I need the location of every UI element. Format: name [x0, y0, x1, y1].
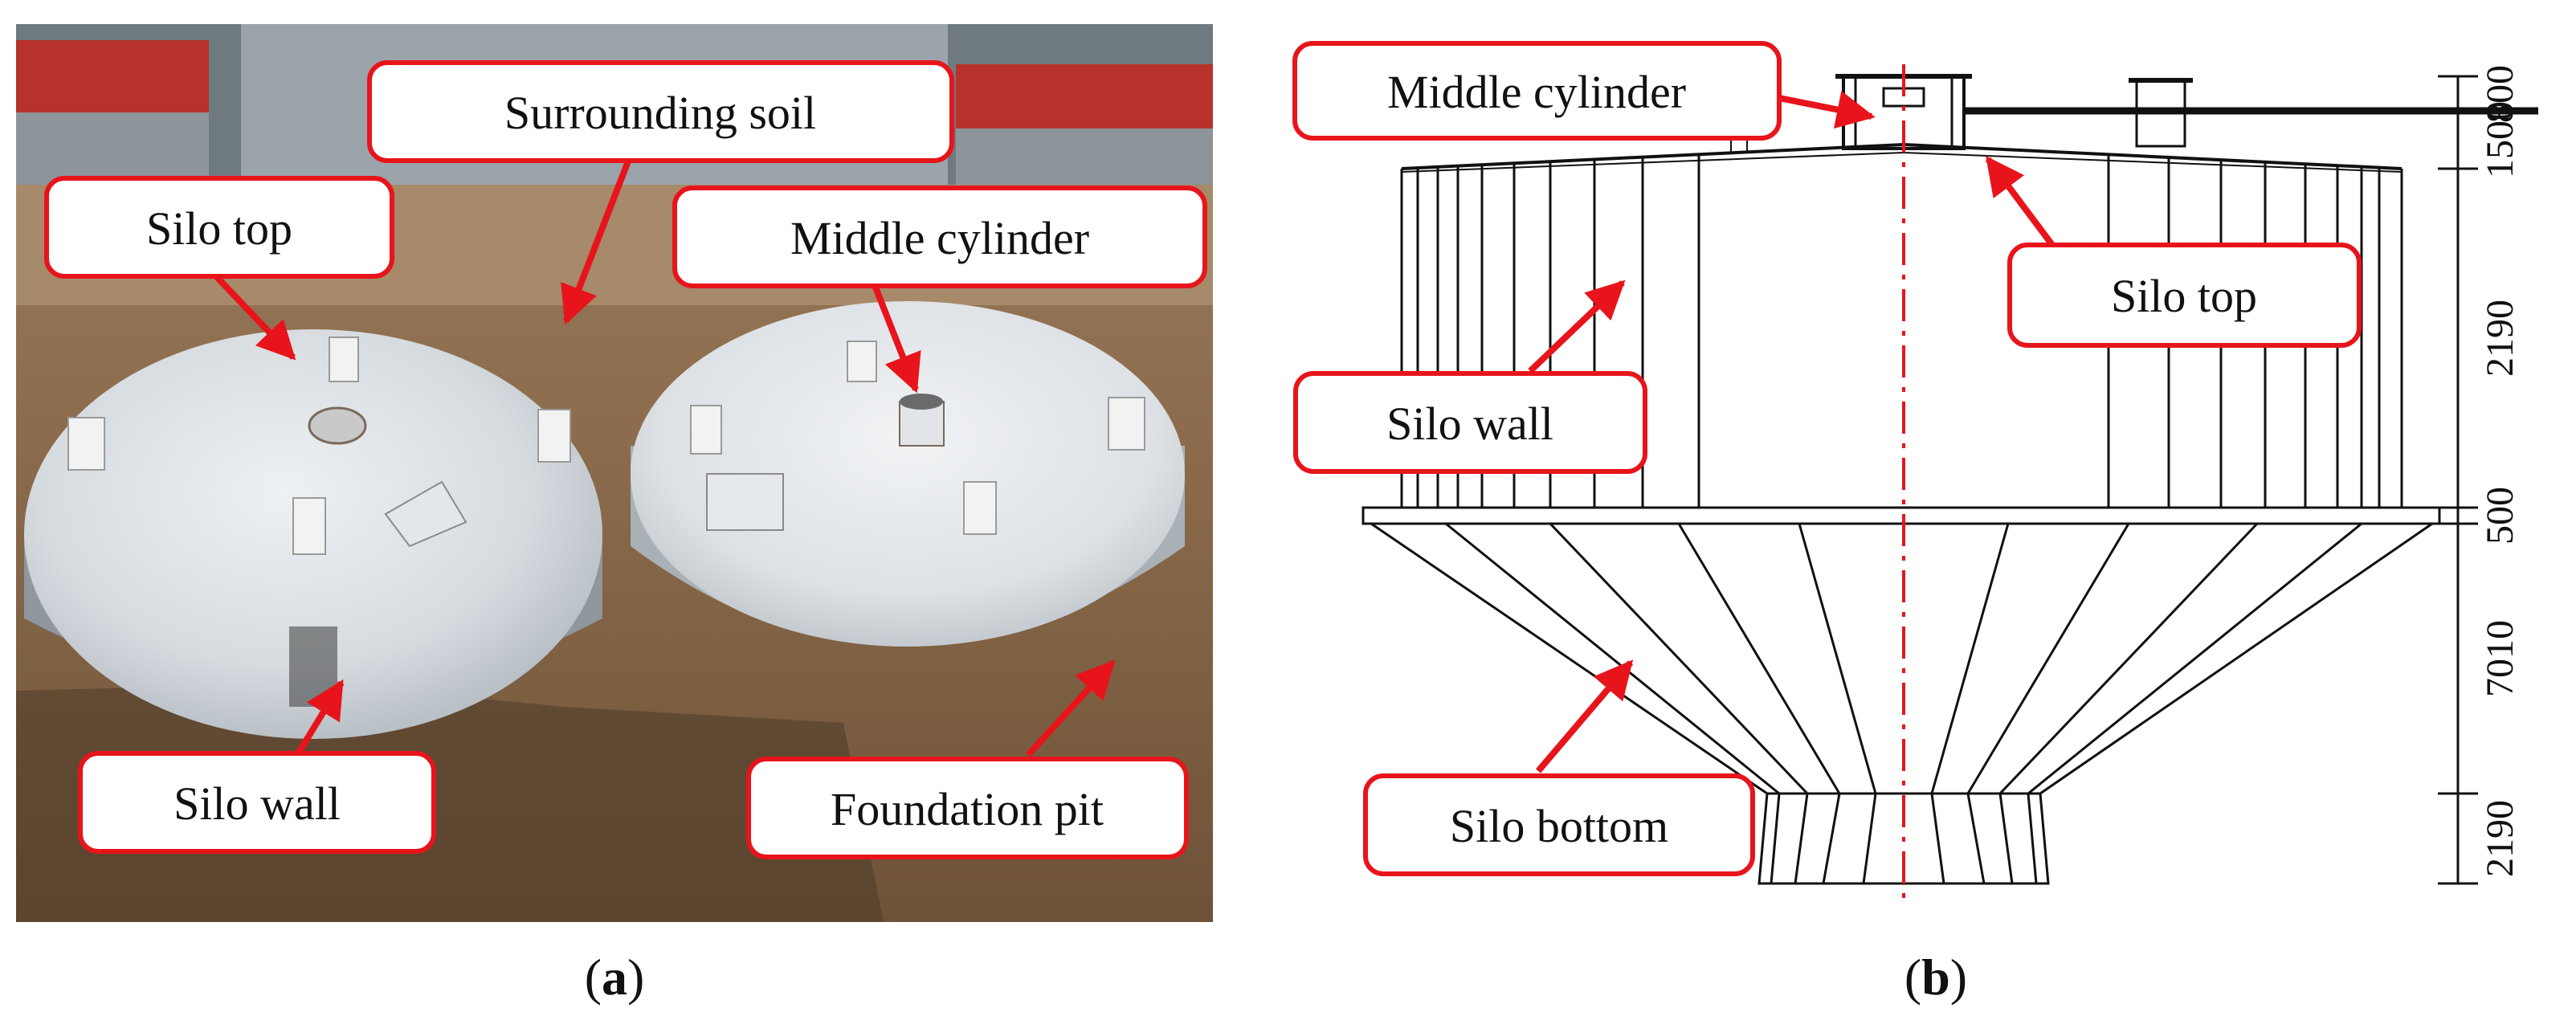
vent-box — [706, 473, 784, 531]
callout-silo-wall-b-label: Silo wall — [1386, 398, 1553, 450]
caption-b-close: ) — [1950, 949, 1967, 1006]
vent-box — [847, 341, 877, 382]
callout-silo-wall-a: Silo wall — [78, 751, 436, 854]
arrow-silo-top-b — [1985, 156, 2055, 247]
right-silo-top-surface — [631, 301, 1185, 647]
left-middle-cylinder — [308, 406, 367, 445]
ladder — [289, 626, 337, 707]
callout-surrounding-soil: Surrounding soil — [367, 60, 954, 163]
callout-middle-cylinder-a: Middle cylinder — [672, 186, 1207, 288]
silo-bottom-panels — [1445, 522, 2362, 884]
arrow-silo-top — [214, 275, 296, 361]
caption-a-open: ( — [585, 949, 602, 1006]
panel-b-arrows — [1528, 90, 2055, 773]
callout-silo-top-a-label: Silo top — [146, 202, 292, 255]
caption-b: (b) — [1904, 949, 1967, 1006]
callout-silo-top-b: Silo top — [2007, 243, 2362, 348]
vent-box — [67, 417, 105, 471]
arrow-silo-wall-b — [1528, 280, 1626, 373]
callout-silo-top-a: Silo top — [44, 176, 394, 279]
caption-b-letter: b — [1921, 949, 1950, 1006]
vent-box — [292, 497, 326, 555]
vent-box — [1108, 397, 1145, 451]
cone-panel-line — [1798, 523, 1877, 884]
panel-b-drawing — [1361, 74, 2538, 885]
shop-sign-left — [16, 40, 209, 112]
cone-panel-line — [1998, 522, 2259, 884]
cone-panel-line — [1677, 523, 1841, 884]
cone-panel-line — [1445, 522, 1781, 884]
arrow-silo-bottom-b — [1535, 659, 1634, 773]
vent-box — [963, 481, 997, 535]
panel-a-photo — [16, 24, 1213, 922]
cone-panel-line — [2027, 522, 2362, 884]
callout-silo-bottom: Silo bottom — [1363, 773, 1755, 876]
left-silo — [24, 329, 602, 739]
dim-2190-wall: 2190 — [2479, 300, 2521, 377]
base-ring — [1361, 506, 2441, 525]
arrow-silo-wall — [294, 679, 345, 757]
callout-silo-wall-b: Silo wall — [1293, 371, 1647, 474]
storefront-right — [956, 129, 1213, 185]
caption-a-letter: a — [602, 949, 627, 1006]
dim-7010: 7010 — [2479, 620, 2521, 697]
caption-a-close: ) — [627, 949, 644, 1006]
right-silo — [631, 301, 1185, 647]
caption-a: (a) — [585, 949, 645, 1006]
callout-middle-cylinder-b-label: Middle cylinder — [1387, 66, 1686, 118]
dim-500: 500 — [2479, 487, 2521, 545]
shadow-area — [16, 683, 884, 922]
cylinder-opening — [900, 394, 943, 410]
shop-sign-right — [956, 64, 1213, 129]
vent-box — [690, 405, 722, 455]
dim-1500: 1500 — [2479, 101, 2521, 178]
arrow-surrounding-soil — [561, 143, 638, 325]
caption-b-open: ( — [1904, 949, 1921, 1006]
dimension-scale — [2438, 75, 2478, 885]
dimension-labels: 800 1500 2190 500 7010 2190 — [2479, 65, 2521, 877]
arrow-foundation-pit — [1026, 659, 1116, 757]
callout-surrounding-soil-label: Surrounding soil — [504, 87, 816, 139]
vent-box — [384, 480, 467, 548]
vent-box — [329, 337, 359, 382]
callout-silo-top-b-label: Silo top — [2111, 270, 2257, 322]
cone-panel-line — [1966, 523, 2130, 884]
callout-middle-cylinder-a-label: Middle cylinder — [790, 212, 1089, 264]
cone-panel-line — [1549, 522, 1809, 884]
cone-panel-line — [1930, 523, 2010, 884]
arrow-middle-cylinder-b — [1778, 90, 1876, 129]
dim-2190-bottom: 2190 — [2479, 800, 2521, 877]
callout-middle-cylinder-b: Middle cylinder — [1292, 41, 1782, 141]
callout-foundation-pit-label: Foundation pit — [831, 783, 1104, 835]
callout-silo-wall-a-label: Silo wall — [174, 777, 341, 830]
callout-silo-bottom-label: Silo bottom — [1450, 800, 1668, 852]
callout-foundation-pit: Foundation pit — [746, 757, 1189, 859]
dim-800: 800 — [2479, 65, 2521, 123]
arrow-middle-cylinder — [868, 275, 921, 394]
storefront-left — [16, 112, 209, 185]
panel-a-arrows — [214, 143, 1116, 757]
vent-box — [537, 409, 571, 463]
